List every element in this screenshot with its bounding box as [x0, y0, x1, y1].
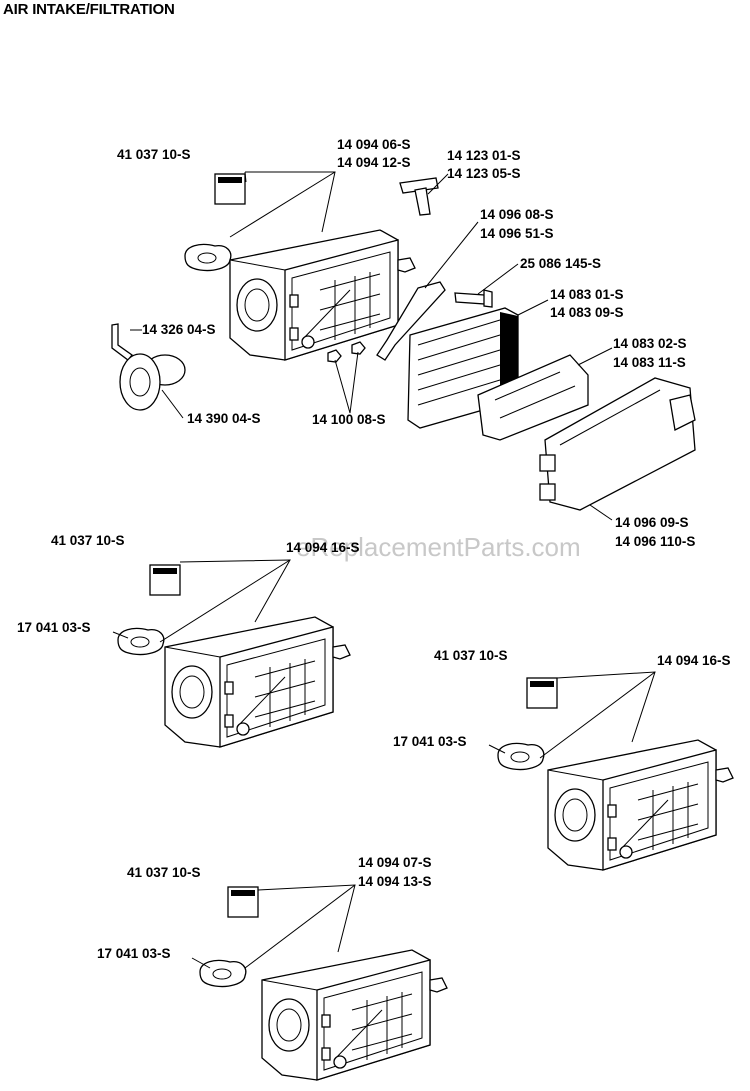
- part-label: 17 041 03-S: [17, 620, 91, 635]
- part-label: 14 326 04-S: [142, 322, 216, 337]
- part-label: 14 123 05-S: [447, 166, 521, 181]
- gasket-icon: [497, 742, 545, 771]
- part-label: 14 096 08-S: [480, 207, 554, 222]
- part-label: 14 100 08-S: [312, 412, 386, 427]
- part-label: 14 083 09-S: [550, 305, 624, 320]
- part-label: 14 123 01-S: [447, 148, 521, 163]
- part-label: 25 086 145-S: [520, 256, 601, 271]
- housing-icon: [261, 949, 448, 1081]
- nut-icon: [351, 341, 366, 355]
- part-label: 14 390 04-S: [187, 411, 261, 426]
- part-label: 41 037 10-S: [117, 147, 191, 162]
- gasket-icon: [117, 627, 165, 656]
- gasket-icon: [184, 243, 232, 272]
- decal-icon: [149, 564, 181, 596]
- part-label: 14 083 11-S: [613, 355, 686, 370]
- housing-icon: [547, 739, 734, 871]
- decal-icon: [227, 886, 259, 918]
- bottom-assembly: [191, 884, 448, 1081]
- precleaner-icon: [477, 354, 589, 441]
- part-label: 41 037 10-S: [127, 865, 201, 880]
- part-label: 14 094 12-S: [337, 155, 411, 170]
- part-label: 17 041 03-S: [97, 946, 171, 961]
- bracket-icon: [376, 281, 446, 361]
- mid-right-assembly: [488, 671, 734, 871]
- part-label: 41 037 10-S: [434, 648, 508, 663]
- air-cleaner-cover-icon: [539, 377, 696, 511]
- diagram-title: AIR INTAKE/FILTRATION: [3, 1, 175, 18]
- breather-tube-icon: [399, 177, 439, 194]
- part-label: 17 041 03-S: [393, 734, 467, 749]
- gasket-icon: [199, 959, 247, 988]
- nut-icon: [327, 349, 342, 363]
- part-label: 14 094 16-S: [286, 540, 360, 555]
- mid-left-assembly: [112, 559, 351, 748]
- decal-icon: [526, 677, 558, 709]
- hose-icon: [111, 323, 133, 361]
- part-label: 41 037 10-S: [51, 533, 125, 548]
- part-label: 14 094 13-S: [358, 874, 432, 889]
- precleaner-cap-icon: [119, 353, 186, 411]
- bolt-icon: [454, 292, 486, 305]
- decal-icon: [214, 173, 246, 205]
- part-label: 14 094 16-S: [657, 653, 731, 668]
- watermark-text: eReplacementParts.com: [296, 532, 581, 562]
- part-label: 14 094 06-S: [337, 137, 411, 152]
- part-label: 14 083 01-S: [550, 287, 624, 302]
- part-label: 14 096 110-S: [615, 534, 695, 549]
- top-assembly: [111, 171, 696, 521]
- part-label: 14 083 02-S: [613, 336, 687, 351]
- part-label: 14 096 51-S: [480, 226, 554, 241]
- housing-icon: [164, 616, 351, 748]
- part-label: 14 094 07-S: [358, 855, 432, 870]
- part-label: 14 096 09-S: [615, 515, 689, 530]
